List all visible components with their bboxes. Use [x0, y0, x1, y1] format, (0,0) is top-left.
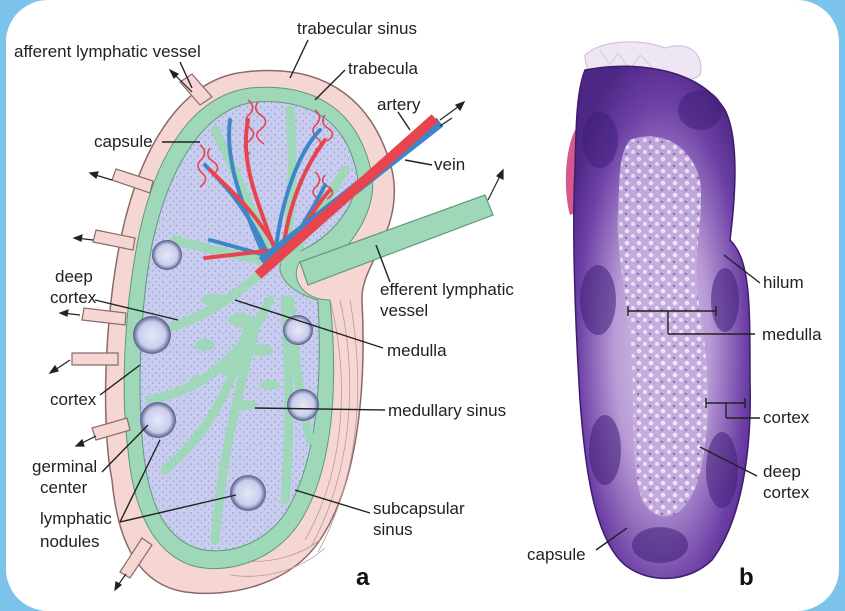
label-artery: artery: [377, 95, 421, 114]
lymph-node-diagram: [48, 68, 504, 595]
afferent-vessels: [71, 73, 213, 579]
label-efferent-lymphatic-vessel-2: vessel: [380, 301, 428, 320]
label-afferent-lymphatic-vessel: afferent lymphatic vessel: [14, 42, 201, 61]
label-cortex-a: cortex: [50, 390, 97, 409]
efferent-lymphatic-vessel: [299, 194, 494, 286]
panel-b-leader-lines: [595, 254, 761, 551]
medulla-network: [191, 294, 280, 410]
capsule-strip: [565, 130, 582, 215]
label-deep-cortex-b-1: deep: [763, 462, 801, 481]
label-medulla-b: medulla: [762, 325, 822, 344]
label-capsule-b: capsule: [527, 545, 586, 564]
label-trabecula: trabecula: [348, 59, 418, 78]
label-hilum: hilum: [763, 273, 804, 292]
histology-micrograph: [565, 41, 751, 580]
label-lymphatic-nodules-1: lymphatic: [40, 509, 112, 528]
label-subcapsular-sinus-1: subcapsular: [373, 499, 465, 518]
medulla-region: [617, 136, 708, 517]
label-deep-cortex-b-2: cortex: [763, 483, 810, 502]
fat-strands: [599, 49, 653, 70]
label-efferent-lymphatic-vessel-1: efferent lymphatic: [380, 280, 514, 299]
label-medulla-a: medulla: [387, 341, 447, 360]
label-cortex-b: cortex: [763, 408, 810, 427]
panel-a-letter: a: [356, 564, 370, 591]
label-germinal-center-1: germinal: [32, 457, 97, 476]
label-capsule-a: capsule: [94, 132, 153, 151]
panel-b-letter: b: [739, 564, 754, 591]
label-vein: vein: [434, 155, 465, 174]
label-deep-cortex-a-2: cortex: [50, 288, 97, 307]
panel-a-leader-lines: [94, 39, 433, 523]
label-subcapsular-sinus-2: sinus: [373, 520, 413, 539]
cortex-nodules: [580, 90, 739, 563]
label-germinal-center-2: center: [40, 478, 88, 497]
label-deep-cortex-a-1: deep: [55, 267, 93, 286]
flow-arrows: [48, 68, 504, 592]
label-lymphatic-nodules-2: nodules: [40, 532, 100, 551]
label-trabecular-sinus: trabecular sinus: [297, 19, 417, 38]
label-medullary-sinus: medullary sinus: [388, 401, 506, 420]
artery-vessel: [254, 114, 439, 279]
